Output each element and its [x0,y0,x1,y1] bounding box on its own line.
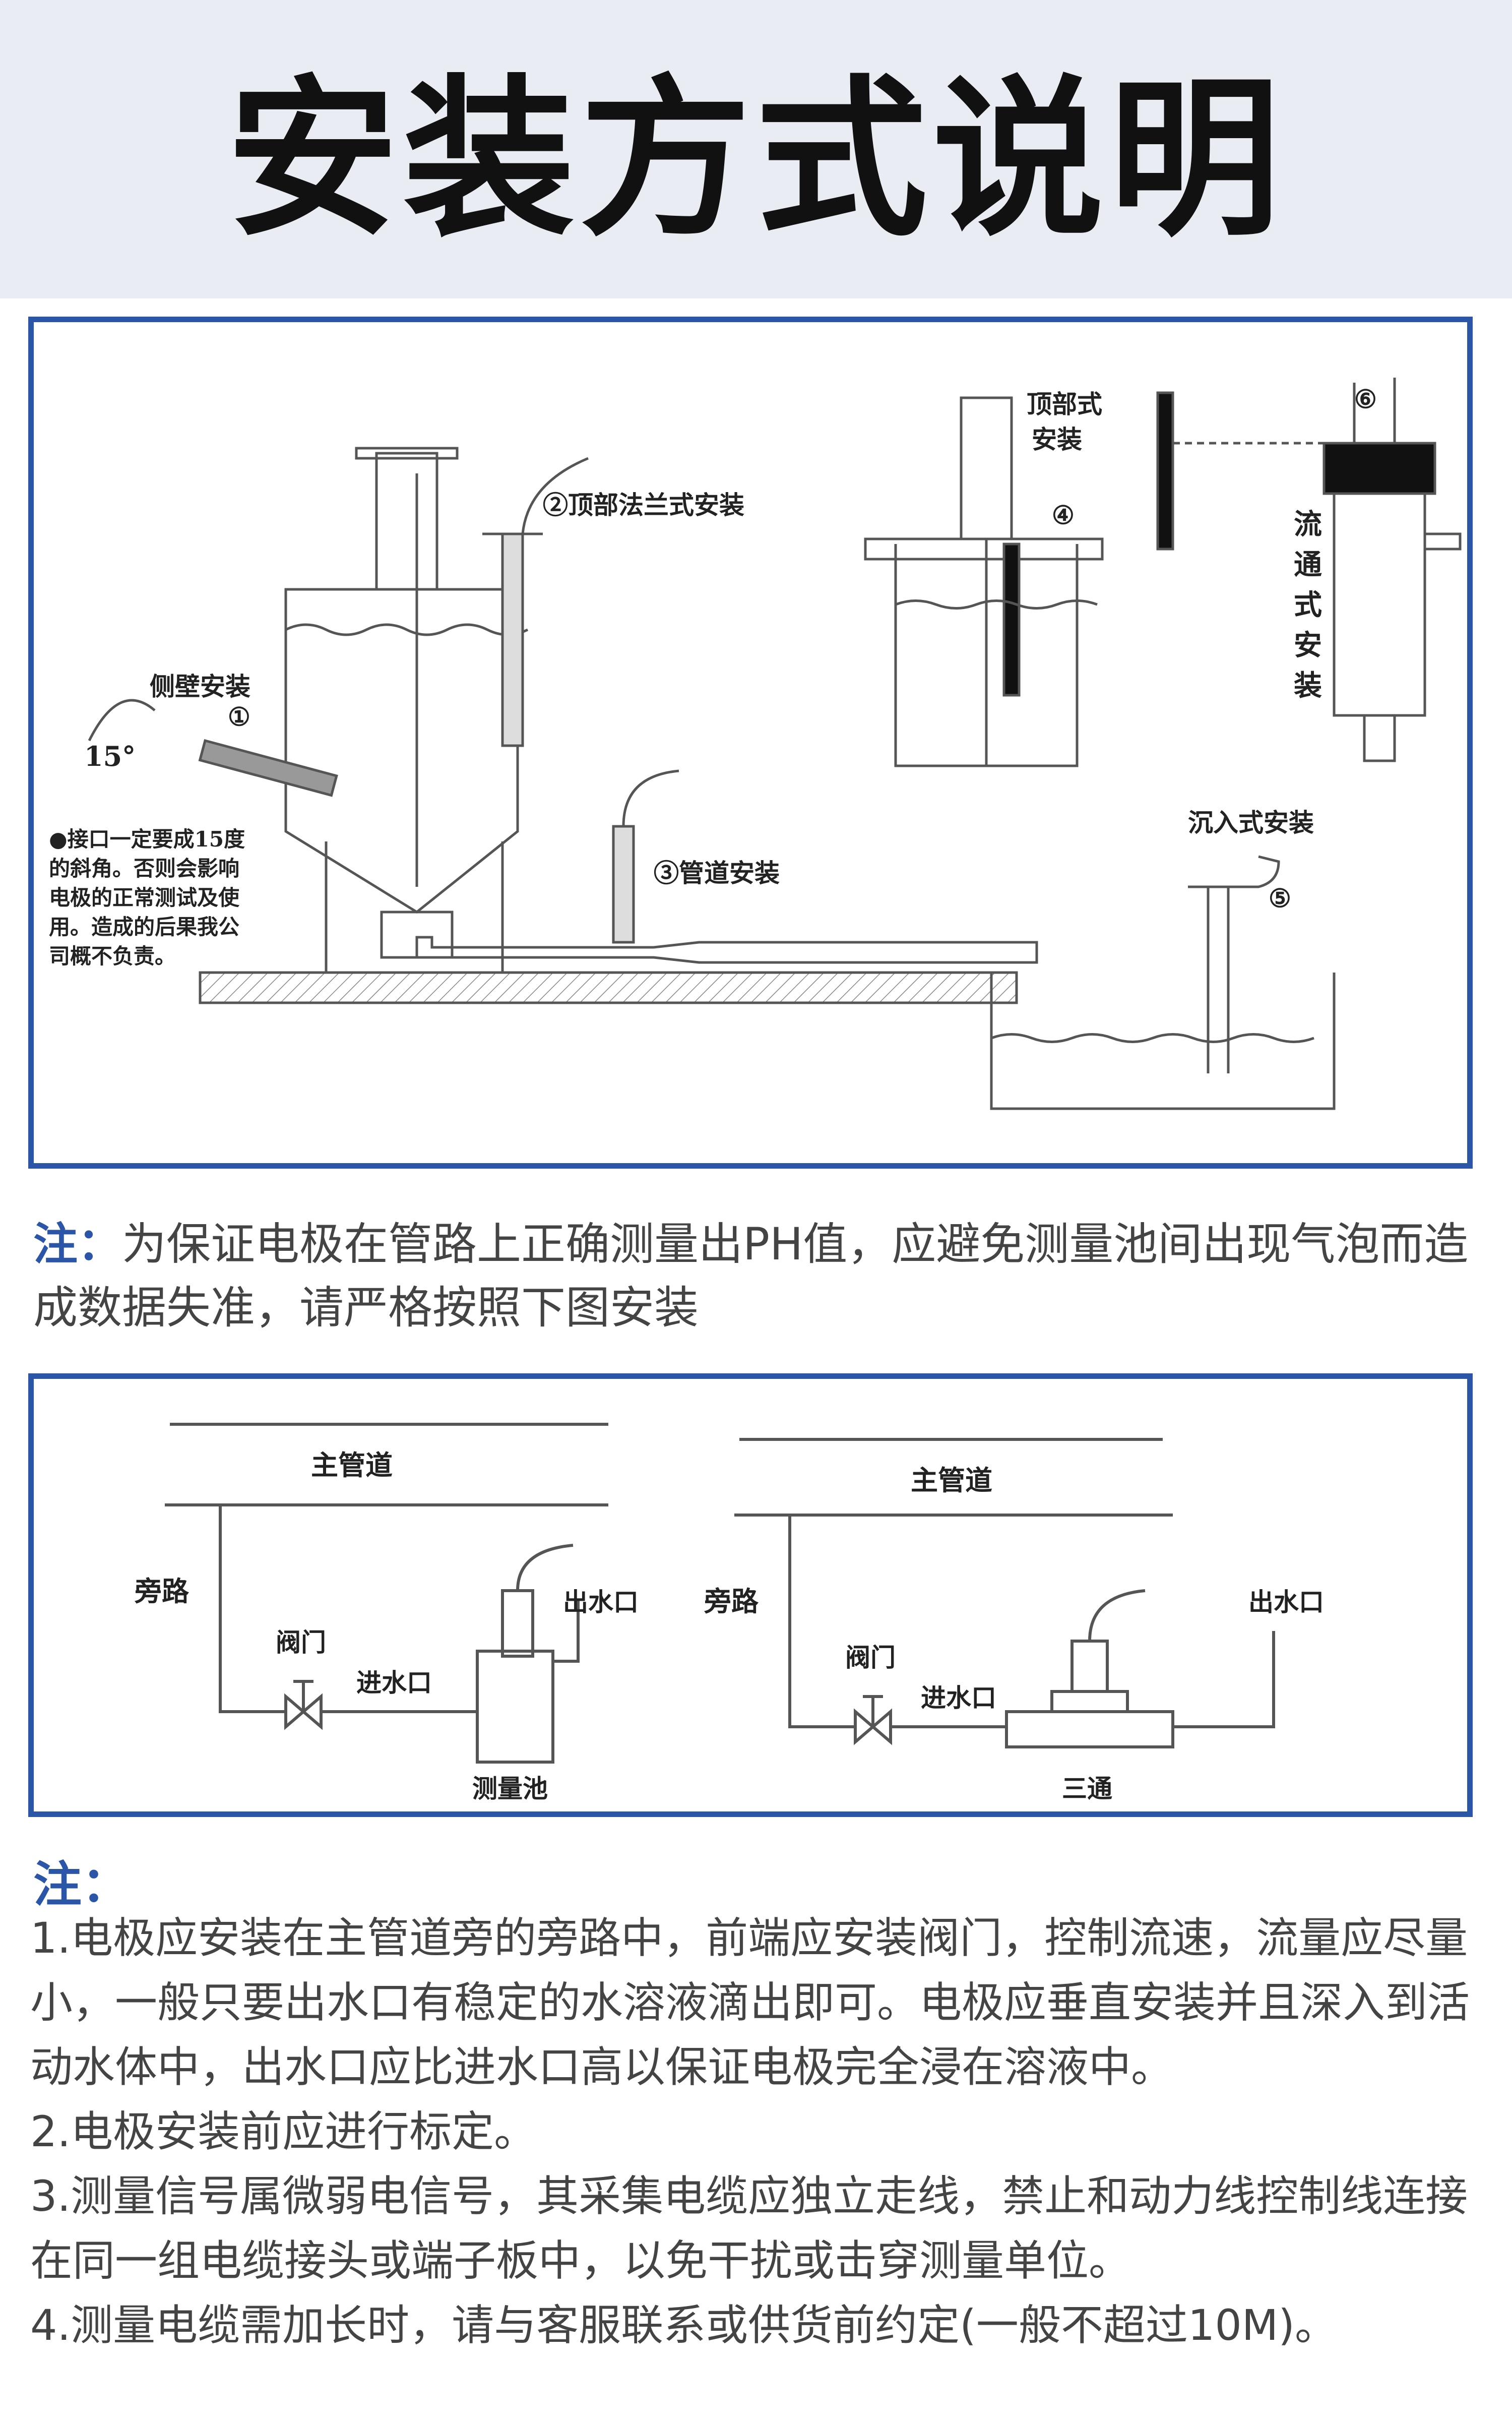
note-item-4: 4.测量电缆需加长时，请与客服联系或供货前约定(一般不超过10M)。 [30,2301,1338,2350]
left-outlet: 出水口 [563,1587,639,1617]
label-top-flange: ②顶部法兰式安装 [543,490,744,520]
right-tee: 三通 [1062,1774,1112,1803]
right-valve: 阀门 [845,1643,896,1672]
bypass-diagram: 主管道 旁路 阀门 进水口 出水口 测量池 主管道 旁路 阀门 进水口 出水口 … [134,1423,1324,1803]
right-bypass: 旁路 [704,1585,759,1617]
label-flow-0: 流 [1294,508,1322,541]
pipe-note-text: 为保证电极在管路上正确测量出PH值，应避免测量池间出现气泡而造成数据失准，请严格… [33,1218,1469,1334]
label-flow-3: 安 [1294,629,1322,662]
warning-line-1: 的斜角。否则会影响 [49,856,239,881]
notes-title: 注： [33,1856,130,1913]
label-flow-2: 式 [1294,588,1322,622]
right-main: 主管道 [911,1464,992,1496]
label-top-num: ④ [1052,500,1075,530]
left-inlet: 进水口 [356,1668,432,1698]
warning-line-3: 用。造成的后果我公 [49,915,239,939]
page-title: 安装方式说明 [227,60,1285,260]
label-flow-1: 通 [1294,548,1322,581]
label-pipe: ③管道安装 [654,858,780,888]
note-item-1: 1.电极应安装在主管道旁的旁路中，前端应安装阀门，控制流速，流量应尽量小，一般只… [30,1913,1470,2092]
label-angle: 15° [84,740,136,772]
right-inlet: 进水口 [921,1683,996,1713]
label-flow-num: ⑥ [1354,384,1377,414]
label-top2: 安装 [1032,425,1082,454]
note-item-2: 2.电极安装前应进行标定。 [30,2107,537,2156]
pipe-note: 注：为保证电极在管路上正确测量出PH值，应避免测量池间出现气泡而造成数据失准，请… [33,1213,1485,1340]
warning-line-0: ●接口一定要成15度 [49,827,245,852]
label-flow-4: 装 [1294,669,1322,702]
installation-diagram: 侧壁安装 ① 15° ②顶部法兰式安装 ③管道安装 顶部式 安装 ④ 沉入式安装… [49,378,1462,1110]
pipe-note-label: 注： [33,1218,122,1270]
right-outlet: 出水口 [1248,1587,1324,1617]
label-top: 顶部式 [1027,389,1102,419]
header-banner: 安装方式说明 [0,0,1512,298]
label-sink-num: ⑤ [1269,883,1291,913]
left-bypass: 旁路 [134,1575,190,1607]
warning-line-4: 司概不负责。 [49,944,176,969]
installation-diagram-panel: 侧壁安装 ① 15° ②顶部法兰式安装 ③管道安装 顶部式 安装 ④ 沉入式安装… [28,317,1473,1169]
note-item-3: 3.测量信号属微弱电信号，其采集电缆应独立走线，禁止和动力线控制线连接在同一组电… [30,2171,1468,2285]
left-valve: 阀门 [276,1627,326,1657]
label-side-wall-num: ① [228,702,250,732]
left-main: 主管道 [311,1449,393,1481]
label-sink: 沉入式安装 [1188,808,1314,837]
bypass-diagram-panel: 主管道 旁路 阀门 进水口 出水口 测量池 主管道 旁路 阀门 进水口 出水口 … [28,1373,1473,1817]
warning-line-2: 电极的正常测试及使 [49,885,240,910]
left-pool: 测量池 [472,1774,548,1803]
label-side-wall: 侧壁安装 [150,672,250,701]
